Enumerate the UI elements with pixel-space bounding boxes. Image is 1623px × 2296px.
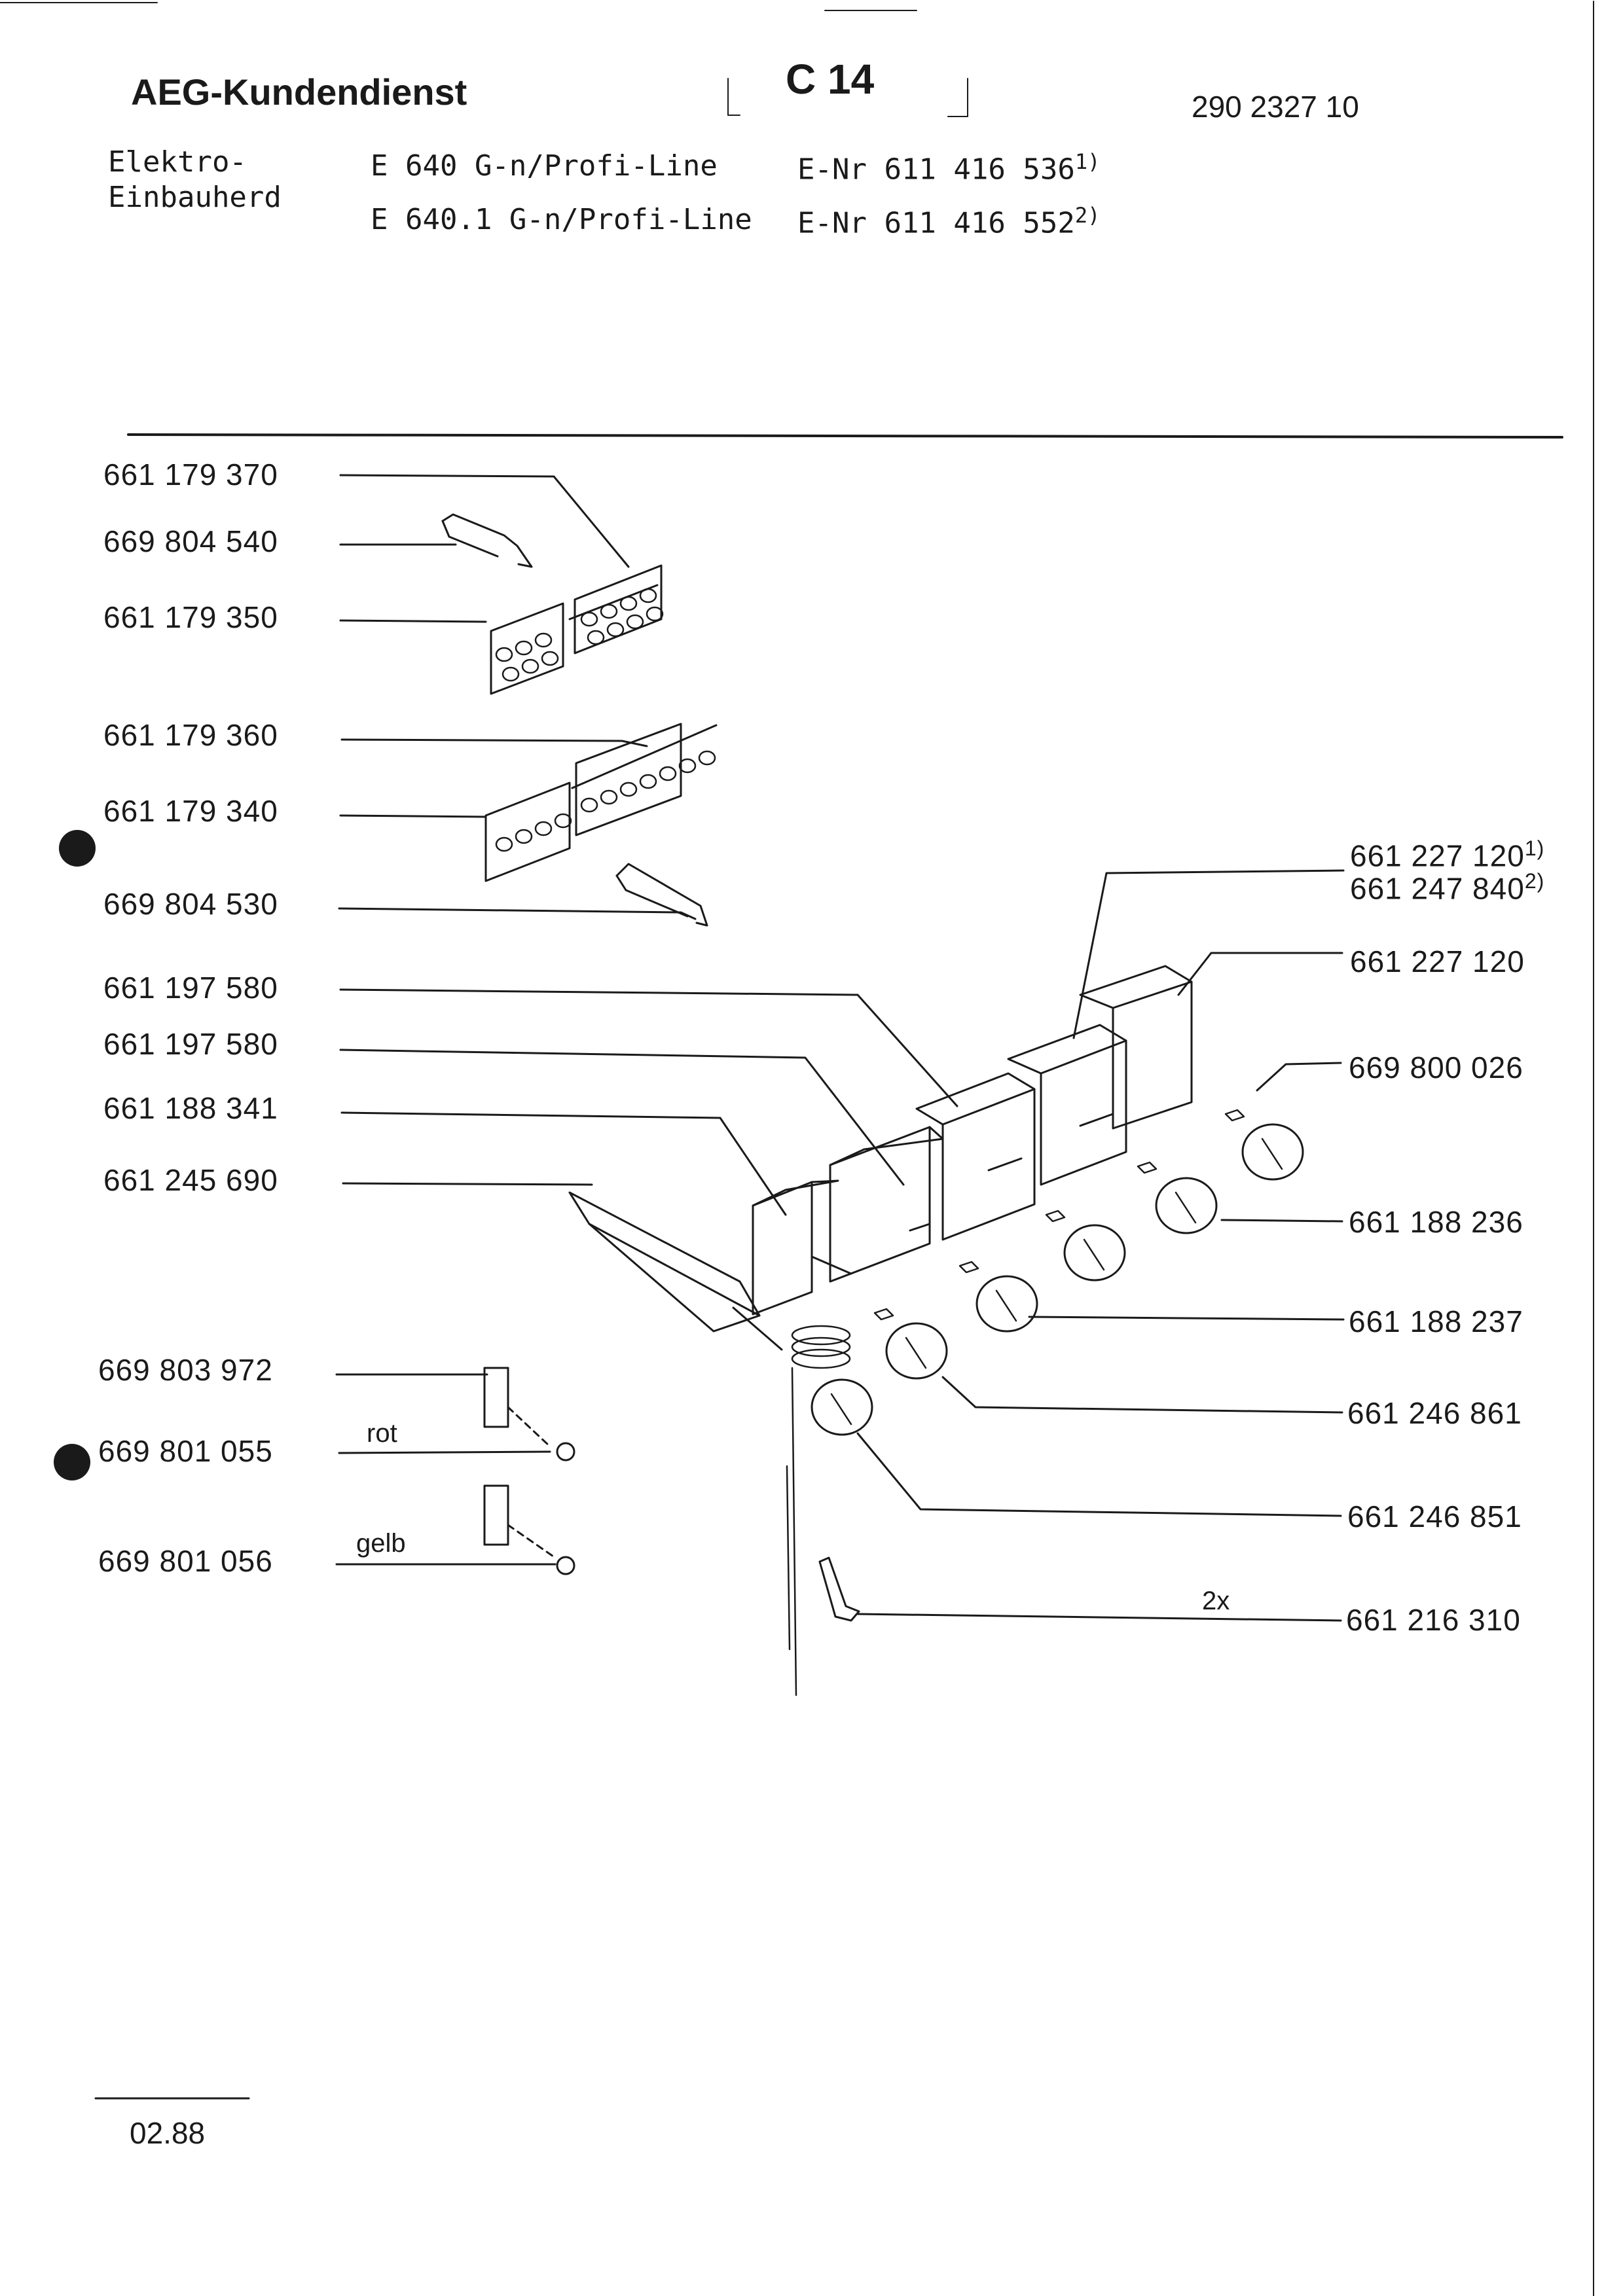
part-number-left: 661 245 690	[103, 1163, 278, 1197]
document-number: 290 2327 10	[1192, 90, 1359, 124]
part-number-right: 661 188 237	[1349, 1304, 1523, 1338]
right-leader-lines	[856, 869, 1345, 1622]
contact-strip	[568, 1191, 783, 1351]
capillary-tube	[791, 1367, 797, 1696]
category-line-2: Einbauherd	[108, 181, 282, 214]
part-number-left: 661 179 370	[103, 457, 278, 492]
part-number-right: 661 188 236	[1349, 1205, 1523, 1239]
terminal-pins-upper	[495, 588, 664, 682]
bracket	[818, 1556, 860, 1622]
mounting-clip-lower	[615, 863, 708, 927]
knob-grips	[830, 1138, 1283, 1426]
wire-label-red: rot	[367, 1419, 397, 1448]
switch-housing-3	[1007, 1024, 1127, 1186]
part-number-right: 661 247 8402)	[1350, 869, 1545, 906]
part-number-right: 661 227 120	[1350, 944, 1525, 978]
terminal-block-upper	[490, 564, 663, 695]
switch-housing-4	[1079, 965, 1193, 1130]
part-number-left: 661 179 360	[103, 718, 278, 752]
part-number-right: 661 216 310	[1346, 1603, 1521, 1637]
quantity-label: 2x	[1202, 1587, 1230, 1615]
part-number-left: 669 804 540	[103, 524, 278, 558]
bullet-marker-icon	[59, 830, 96, 867]
part-number-left: 669 804 530	[103, 887, 278, 921]
part-number-left: 669 803 972	[98, 1353, 273, 1387]
enr-2: E-Nr 611 416 5522)	[797, 203, 1101, 240]
section-divider	[127, 433, 1563, 439]
wire-label-yellow: gelb	[356, 1529, 406, 1558]
connector-yellow	[483, 1484, 556, 1559]
date-stamp: 02.88	[130, 2116, 206, 2150]
switch-housing-1	[829, 1126, 944, 1283]
part-number-right: 661 246 861	[1347, 1396, 1522, 1430]
switch-housing-2	[915, 1072, 1036, 1241]
knob-indicator-tags	[873, 1109, 1245, 1321]
enr-1: E-Nr 611 416 5361)	[797, 149, 1101, 187]
part-number-left: 669 801 056	[98, 1544, 273, 1578]
mounting-clip-upper	[441, 513, 533, 568]
connector-red	[483, 1367, 551, 1448]
left-leader-lines	[335, 474, 958, 1566]
part-number-left: 661 188 341	[103, 1091, 278, 1125]
part-number-right: 661 227 1201)	[1350, 836, 1545, 873]
part-number-left: 661 179 350	[103, 600, 278, 634]
bullet-marker-icon	[54, 1444, 90, 1480]
terminal-pins-lower	[495, 750, 716, 852]
capillary-coil	[791, 1325, 851, 1369]
terminal-block-lower	[484, 723, 718, 882]
part-number-right: 661 246 851	[1347, 1499, 1522, 1534]
brand-title: AEG-Kundendienst	[131, 71, 467, 113]
control-knobs	[811, 1123, 1304, 1436]
part-number-right: 669 800 026	[1349, 1050, 1523, 1085]
model-1: E 640 G-n/Profi-Line	[371, 149, 718, 183]
regulator-housing	[752, 1179, 852, 1316]
sheet-number: C 14	[786, 56, 875, 103]
part-number-left: 661 179 340	[103, 794, 278, 828]
part-number-left: 669 801 055	[98, 1434, 273, 1468]
category-line-1: Elektro-	[108, 145, 247, 179]
plug-red	[556, 1442, 575, 1462]
sensor-probe	[786, 1465, 791, 1651]
model-2: E 640.1 G-n/Profi-Line	[371, 203, 752, 236]
plug-yellow	[556, 1556, 575, 1575]
part-number-left: 661 197 580	[103, 1027, 278, 1061]
part-number-left: 661 197 580	[103, 971, 278, 1005]
